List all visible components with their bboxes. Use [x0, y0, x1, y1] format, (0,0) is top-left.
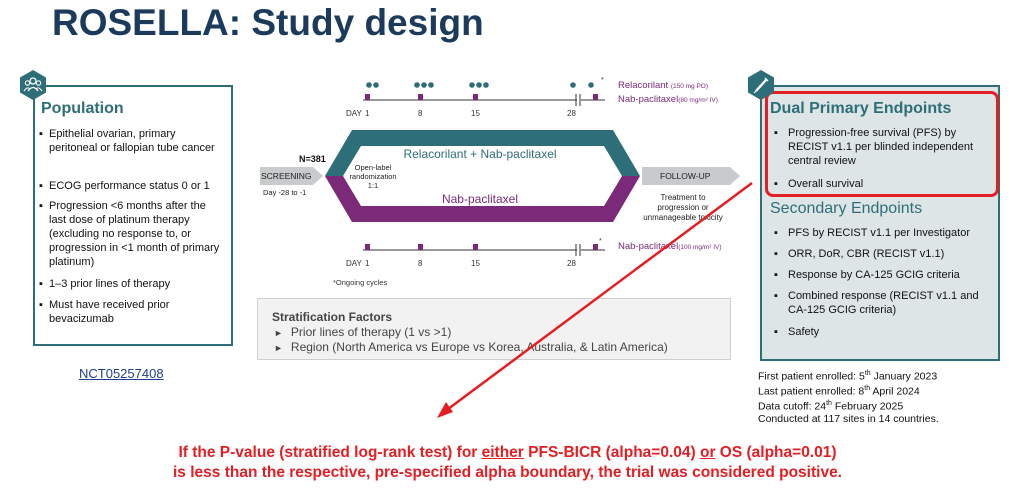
sites-count: Conducted at 117 sites in 14 countries.	[758, 413, 939, 425]
randomization-line: Open-label	[355, 163, 392, 172]
day-tick-label: 28	[567, 259, 576, 268]
day-label: DAY	[346, 259, 363, 268]
bullet-arrow-icon: ►	[274, 343, 283, 353]
bullet-arrow-icon: ►	[274, 328, 283, 338]
primary-endpoint-item: ▪Overall survival	[774, 178, 864, 190]
screening-days: Day -28 to -1	[263, 188, 306, 197]
endpoints-panel	[760, 85, 1000, 361]
bottom-asterisk: *	[599, 238, 602, 245]
population-item: ▪Must have received prior bevacizumab	[39, 299, 170, 325]
enrollment-info: First patient enrolled: 5th January 2023…	[758, 368, 939, 426]
first-enrolled: First patient enrolled: 5th January 2023	[758, 370, 938, 383]
follow-up-arrow	[642, 167, 740, 185]
study-design-diagram: * DAY 1 8 15 28 Relacorilant (150 mg PO)…	[260, 77, 740, 287]
primary-endpoints-heading: Dual Primary Endpoints	[770, 100, 952, 117]
secondary-endpoint-item: ▪Safety	[774, 326, 820, 338]
screening-arrow	[260, 167, 323, 185]
follow-up-note-line: Treatment to	[660, 193, 706, 202]
screening-label: SCREENING	[261, 171, 312, 181]
population-heading: Population	[41, 100, 124, 117]
bottom-dosing-timeline: * DAY 1 8 15 28 Nab-paclitaxel(100 mg/m²…	[333, 238, 722, 287]
day-tick-label: 1	[365, 109, 370, 118]
stratification-box: Stratification Factors ►Prior lines of t…	[257, 298, 731, 360]
ongoing-cycles-footnote: *Ongoing cycles	[333, 278, 387, 287]
day-tick-label: 15	[471, 109, 480, 118]
secondary-endpoint-item: ▪Response by CA-125 GCIG criteria	[774, 269, 960, 281]
day-tick-label: 8	[418, 109, 423, 118]
trial-registry-link[interactable]: NCT05257408	[79, 366, 164, 381]
top-asterisk: *	[601, 77, 604, 84]
combination-arm-band	[325, 130, 640, 176]
population-panel: Population ▪Epithelial ovarian, primary …	[33, 85, 233, 346]
data-cutoff: Data cutoff: 24th February 2025	[758, 400, 904, 413]
stratification-item: ►Prior lines of therapy (1 vs >1)	[274, 325, 452, 339]
population-item: ▪Progression <6 months after the last do…	[39, 200, 220, 268]
stratification-item: ►Region (North America vs Europe vs Kore…	[274, 340, 668, 354]
secondary-endpoint-item: ▪PFS by RECIST v1.1 per Investigator	[774, 227, 970, 239]
trial-success-criteria: If the P-value (stratified log-rank test…	[172, 444, 842, 481]
day-tick-label: 15	[471, 259, 480, 268]
page-title: ROSELLA: Study design	[52, 2, 484, 43]
secondary-endpoints-heading: Secondary Endpoints	[770, 200, 923, 217]
combination-arm-label: Relacorilant + Nab-paclitaxel	[403, 147, 556, 161]
primary-endpoint-item: ▪Progression-free survival (PFS) by RECI…	[774, 127, 974, 167]
nab-paclitaxel-bottom-markers	[365, 244, 598, 250]
nab-paclitaxel-dose-markers	[365, 94, 598, 100]
population-item: ▪ECOG performance status 0 or 1	[39, 180, 210, 192]
relacorilant-dose-markers	[366, 82, 594, 88]
nab-paclitaxel-top-legend: Nab-paclitaxel(80 mg/m² IV)	[618, 94, 718, 105]
follow-up-note-line: progression or	[657, 203, 708, 212]
day-label: DAY	[346, 109, 363, 118]
primary-endpoints-highlight	[765, 91, 999, 197]
enrollment-n: N=381	[299, 154, 326, 164]
monotherapy-arm-label: Nab-paclitaxel	[442, 192, 518, 206]
nab-paclitaxel-bottom-legend: Nab-paclitaxel(100 mg/m² IV)	[618, 241, 722, 252]
follow-up-label: FOLLOW-UP	[660, 171, 711, 181]
stratification-heading: Stratification Factors	[272, 310, 393, 324]
day-tick-label: 1	[365, 259, 370, 268]
relacorilant-legend: Relacorilant (150 mg PO)	[618, 80, 708, 91]
randomization-line: randomization	[349, 172, 396, 181]
population-item: ▪Epithelial ovarian, primary peritoneal …	[39, 128, 215, 154]
follow-up-note-line: unmanageable toxicity	[643, 213, 723, 222]
secondary-endpoint-item: ▪ORR, DoR, CBR (RECIST v1.1)	[774, 248, 945, 260]
day-tick-label: 28	[567, 109, 576, 118]
randomization-line: 1:1	[368, 181, 378, 190]
population-item: ▪1–3 prior lines of therapy	[39, 278, 171, 290]
top-dosing-timeline: * DAY 1 8 15 28 Relacorilant (150 mg PO)…	[346, 77, 718, 118]
secondary-endpoint-item: ▪Combined response (RECIST v1.1 and CA-1…	[774, 290, 979, 316]
last-enrolled: Last patient enrolled: 8th April 2024	[758, 385, 920, 398]
day-tick-label: 8	[418, 259, 423, 268]
